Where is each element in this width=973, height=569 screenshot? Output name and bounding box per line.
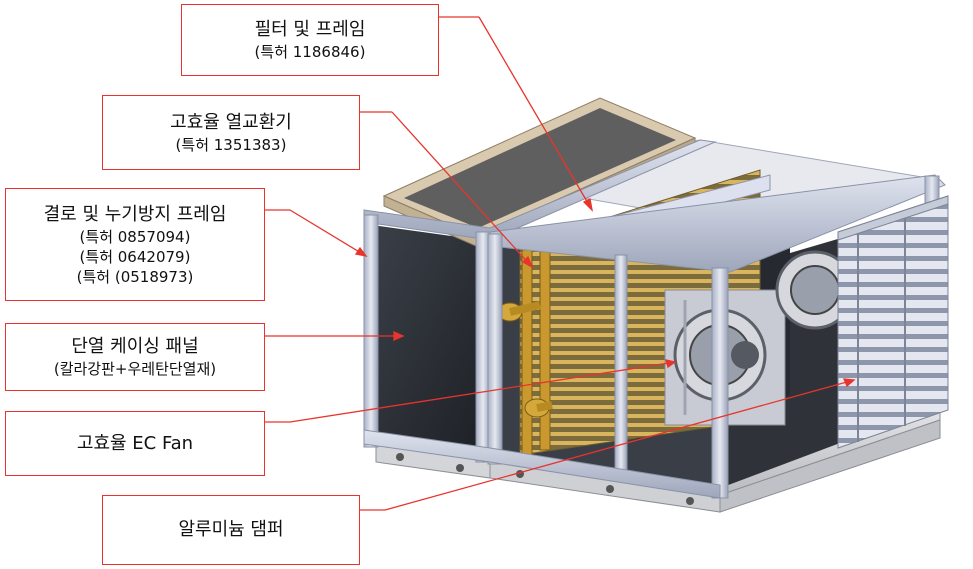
leader-fan [265, 359, 677, 423]
leader-lines [265, 16, 856, 511]
leader-damper [360, 378, 856, 511]
callout-patent: (특허 1186846) [254, 43, 366, 61]
callout-title: 단열 케이싱 패널 [71, 336, 199, 357]
callout-heat-exchanger: 고효율 열교환기 (특허 1351383) [102, 95, 360, 170]
callout-insulation-panel: 단열 케이싱 패널 (칼라강판+우레탄단열재) [5, 323, 265, 391]
callout-patent: (특허 (0518973) [76, 267, 194, 286]
leader-leak-frame [265, 209, 368, 257]
leader-panel [265, 330, 405, 342]
leader-filter [439, 16, 594, 212]
callout-title: 알루미늄 댐퍼 [178, 519, 284, 540]
callout-title: 필터 및 프레임 [254, 19, 366, 40]
callout-damper: 알루미늄 댐퍼 [102, 495, 360, 565]
aluminium-damper [837, 195, 949, 449]
callout-title: 고효율 EC Fan [76, 432, 194, 454]
callout-ec-fan: 고효율 EC Fan [5, 411, 265, 476]
callout-leak-frame: 결로 및 누기방지 프레임 (특허 0857094) (특허 0642079) … [5, 188, 265, 301]
leader-heat-exchanger [360, 111, 534, 269]
callout-patent: (특허 0857094) [79, 227, 191, 246]
callout-filter-frame: 필터 및 프레임 (특허 1186846) [181, 4, 439, 76]
callout-patent: (특허 0642079) [79, 247, 191, 266]
callout-subtitle: (칼라강판+우레탄단열재) [53, 360, 217, 378]
callout-title: 결로 및 누기방지 프레임 [43, 203, 227, 225]
callout-title: 고효율 열교환기 [170, 111, 292, 133]
callout-patent: (특허 1351383) [175, 135, 287, 154]
